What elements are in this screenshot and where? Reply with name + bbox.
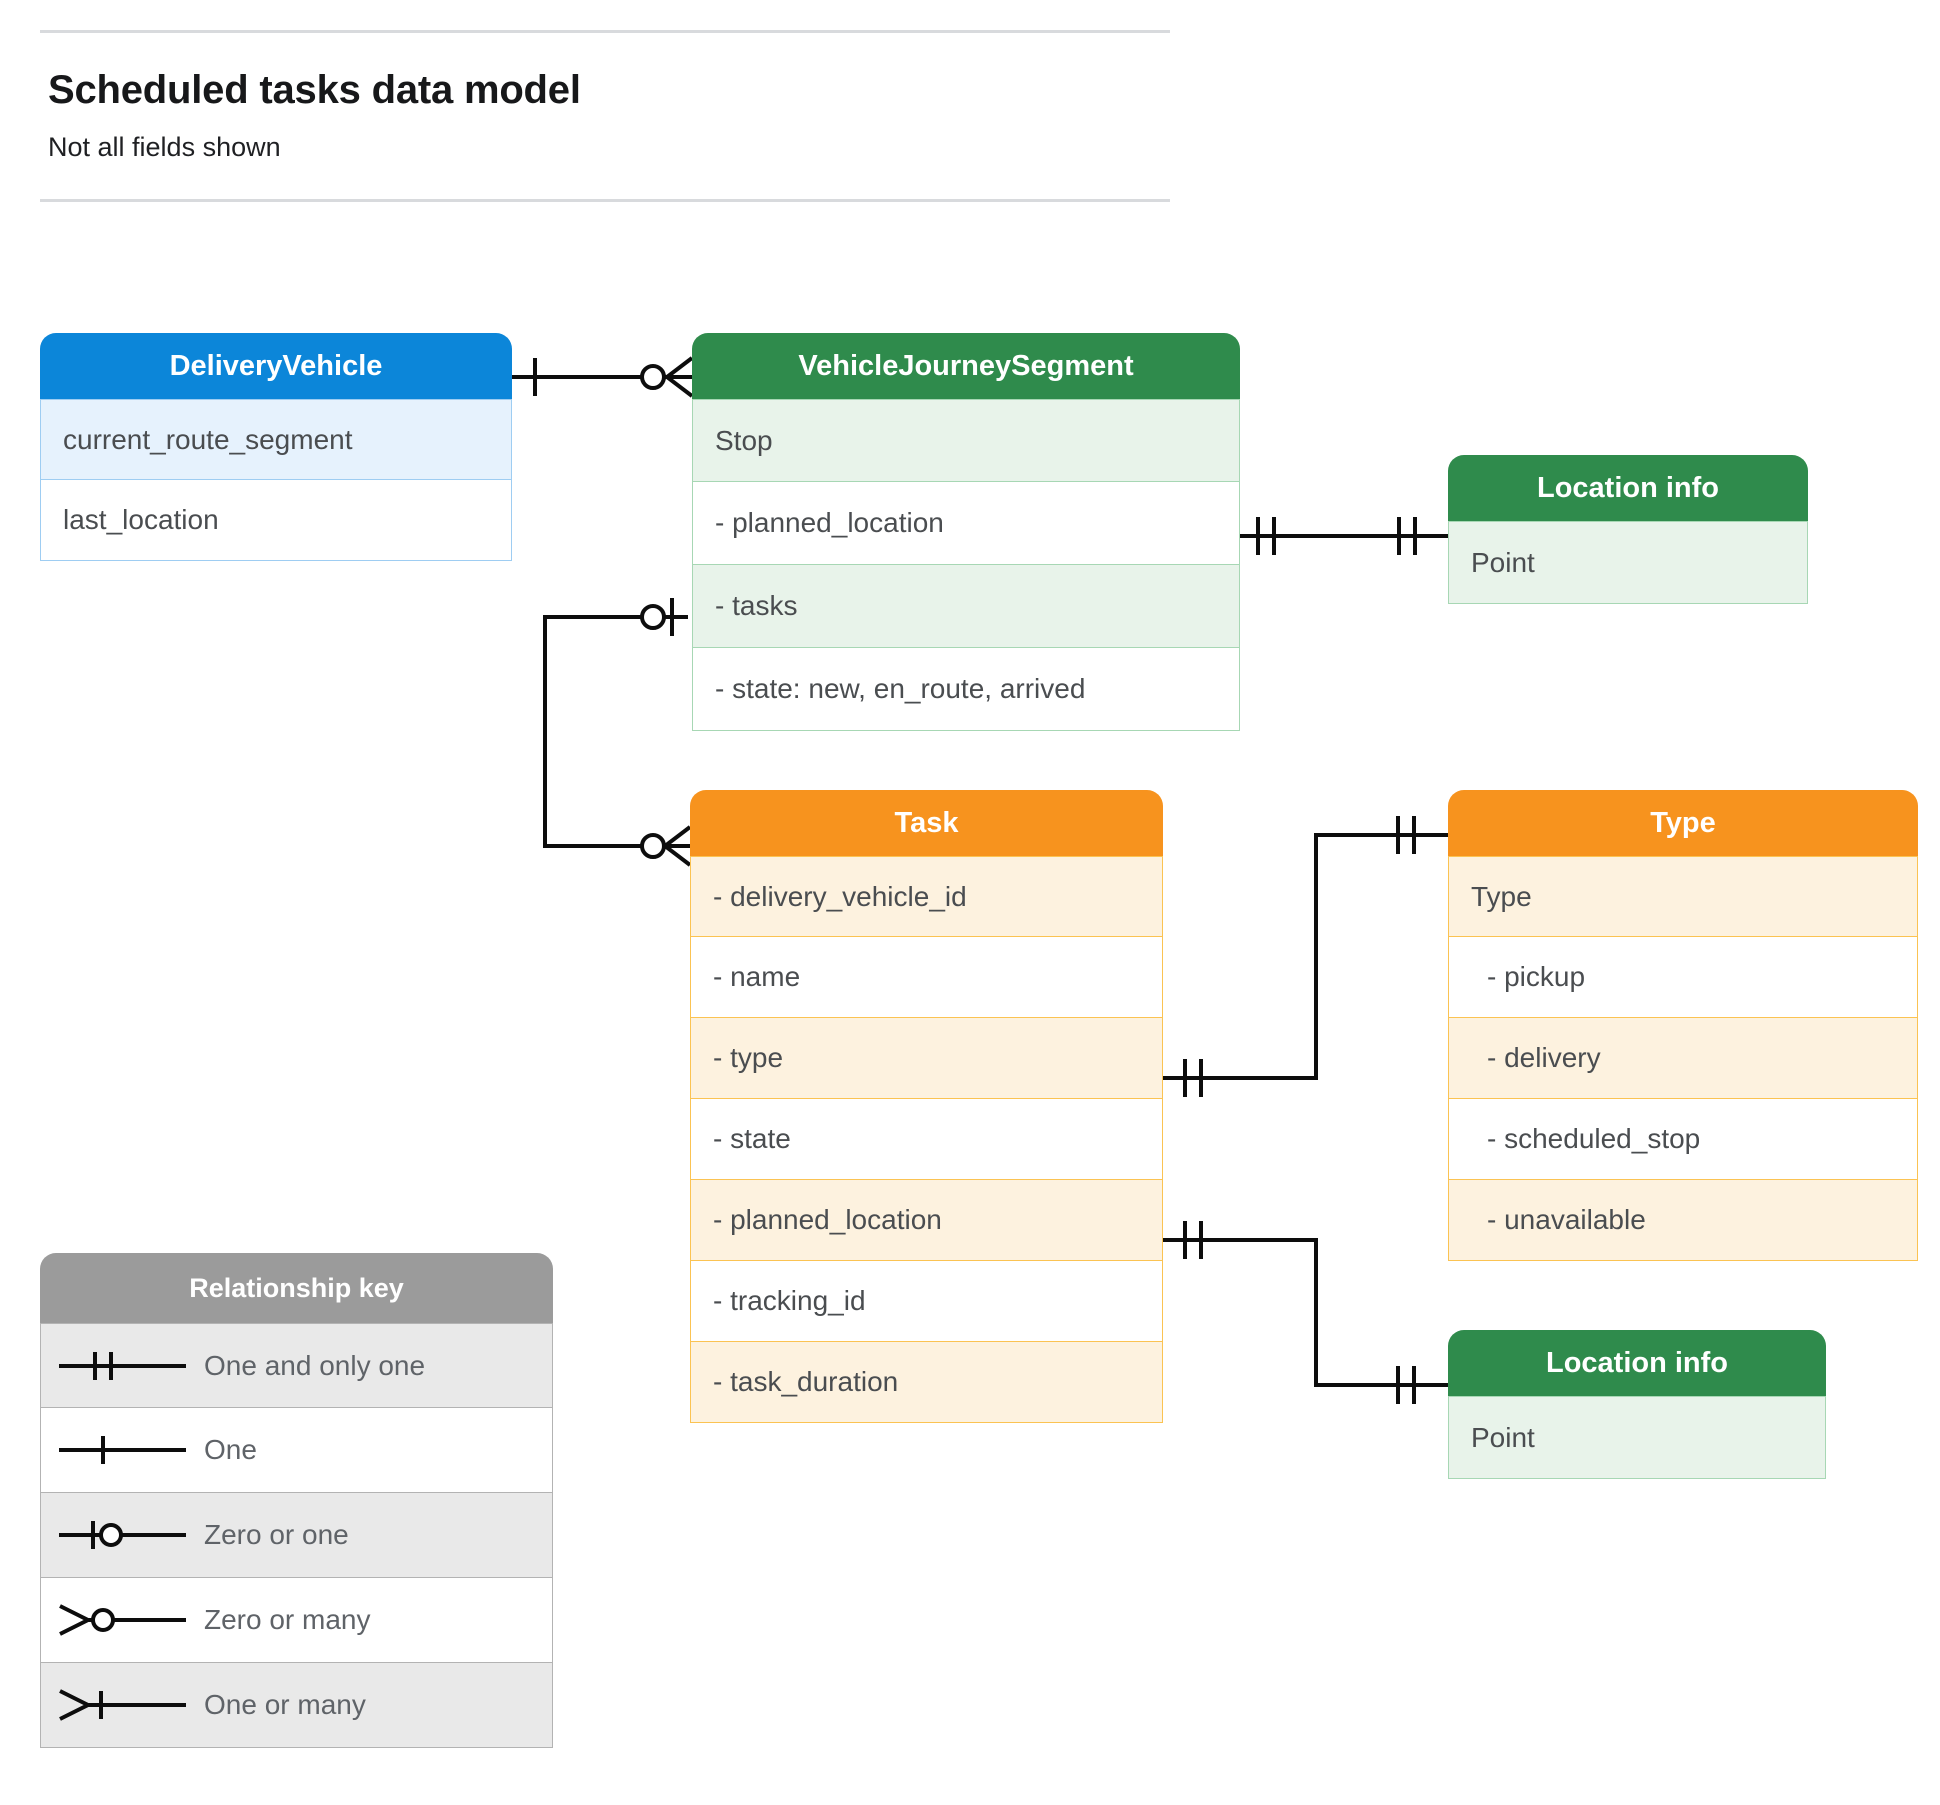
entity-header-location-info-top: Location info xyxy=(1448,455,1808,521)
legend-item-label: One xyxy=(204,1434,257,1465)
entity-type[interactable]: Type Type - pickup - delivery - schedule… xyxy=(1448,790,1918,1261)
entity-rows-location-info-bottom: Point xyxy=(1448,1396,1826,1479)
legend-item-label: Zero or one xyxy=(204,1519,349,1550)
entity-field-row[interactable]: - type xyxy=(690,1018,1163,1099)
entity-rows-vehicle-journey-segment: Stop - planned_location - tasks - state:… xyxy=(692,399,1240,731)
entity-field-row[interactable]: - tasks xyxy=(692,565,1240,648)
legend-rows: One and only one One Zero or one xyxy=(40,1323,553,1748)
entity-delivery-vehicle[interactable]: DeliveryVehicle current_route_segment la… xyxy=(40,333,512,561)
legend-item[interactable]: Zero or many xyxy=(40,1578,553,1663)
entity-location-info-bottom[interactable]: Location info Point xyxy=(1448,1330,1826,1479)
entity-field-row[interactable]: Point xyxy=(1448,521,1808,604)
entity-header-type: Type xyxy=(1448,790,1918,856)
entity-field-row[interactable]: - scheduled_stop xyxy=(1448,1099,1918,1180)
header-divider-bottom xyxy=(40,199,1170,202)
entity-field-row[interactable]: - name xyxy=(690,937,1163,1018)
connector-task-locationinfo xyxy=(1163,1221,1448,1404)
page-title: Scheduled tasks data model xyxy=(48,68,581,112)
one-and-only-one-icon xyxy=(59,1351,186,1380)
connector-vjs-locationinfo xyxy=(1240,517,1448,555)
legend-header: Relationship key xyxy=(40,1253,553,1323)
entity-header-vehicle-journey-segment: VehicleJourneySegment xyxy=(692,333,1240,399)
legend-item[interactable]: One or many xyxy=(40,1663,553,1748)
entity-field-row[interactable]: - planned_location xyxy=(690,1180,1163,1261)
entity-field-row[interactable]: current_route_segment xyxy=(40,399,512,480)
entity-field-row[interactable]: - tracking_id xyxy=(690,1261,1163,1342)
connector-vjs-tasks-task xyxy=(543,598,692,867)
entity-field-row[interactable]: - task_duration xyxy=(690,1342,1163,1423)
entity-vehicle-journey-segment[interactable]: VehicleJourneySegment Stop - planned_loc… xyxy=(692,333,1240,731)
entity-field-row[interactable]: - delivery_vehicle_id xyxy=(690,856,1163,937)
entity-task[interactable]: Task - delivery_vehicle_id - name - type… xyxy=(690,790,1163,1423)
connector-deliveryvehicle-vehiclejourneysegment xyxy=(512,356,694,398)
one-or-many-icon xyxy=(59,1689,186,1721)
entity-rows-delivery-vehicle: current_route_segment last_location xyxy=(40,399,512,561)
one-icon xyxy=(59,1436,186,1464)
entity-header-task: Task xyxy=(690,790,1163,856)
legend-item-label: Zero or many xyxy=(204,1604,371,1635)
entity-header-location-info-bottom: Location info xyxy=(1448,1330,1826,1396)
relationship-key-legend[interactable]: Relationship key One and only one One xyxy=(40,1253,553,1748)
entity-rows-location-info-top: Point xyxy=(1448,521,1808,604)
entity-field-row[interactable]: - pickup xyxy=(1448,937,1918,1018)
legend-item-label: One or many xyxy=(204,1689,366,1720)
entity-field-row[interactable]: Point xyxy=(1448,1396,1826,1479)
entity-rows-type: Type - pickup - delivery - scheduled_sto… xyxy=(1448,856,1918,1261)
entity-field-row[interactable]: - planned_location xyxy=(692,482,1240,565)
entity-field-row[interactable]: - state: new, en_route, arrived xyxy=(692,648,1240,731)
header-divider-top xyxy=(40,30,1170,33)
legend-item[interactable]: One xyxy=(40,1408,553,1493)
legend-item-label: One and only one xyxy=(204,1349,426,1381)
entity-field-row[interactable]: - unavailable xyxy=(1448,1180,1918,1261)
entity-field-row[interactable]: - delivery xyxy=(1448,1018,1918,1099)
legend-item[interactable]: Zero or one xyxy=(40,1493,553,1578)
page-subtitle: Not all fields shown xyxy=(48,132,281,162)
entity-rows-task: - delivery_vehicle_id - name - type - st… xyxy=(690,856,1163,1423)
entity-field-row[interactable]: Type xyxy=(1448,856,1918,937)
entity-header-delivery-vehicle: DeliveryVehicle xyxy=(40,333,512,399)
entity-field-row[interactable]: - state xyxy=(690,1099,1163,1180)
zero-or-many-icon xyxy=(59,1604,186,1636)
entity-field-row[interactable]: last_location xyxy=(40,480,512,561)
zero-or-one-icon xyxy=(59,1521,186,1549)
connector-task-type xyxy=(1163,816,1448,1097)
entity-field-row[interactable]: Stop xyxy=(692,399,1240,482)
entity-location-info-top[interactable]: Location info Point xyxy=(1448,455,1808,604)
legend-item[interactable]: One and only one xyxy=(40,1323,553,1408)
